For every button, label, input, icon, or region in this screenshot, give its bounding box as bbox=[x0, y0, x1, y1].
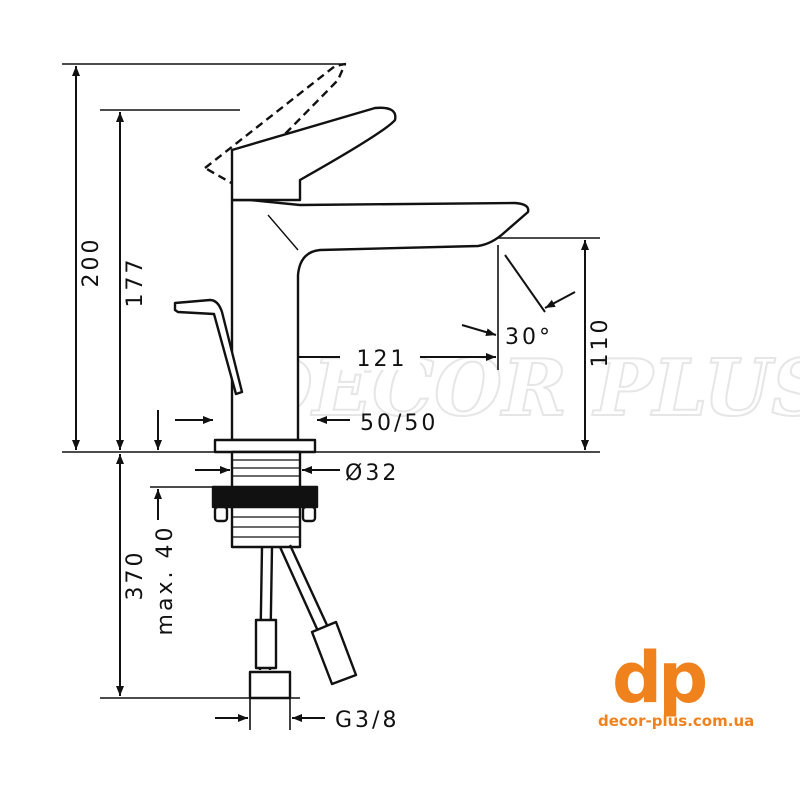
logo-mark: dp bbox=[612, 637, 705, 719]
popup-rod bbox=[173, 298, 244, 396]
dim-flow-label: 50/50 bbox=[360, 411, 438, 436]
lever-handle bbox=[230, 106, 397, 202]
dim-30-label: 30° bbox=[505, 325, 553, 350]
connector-nut bbox=[248, 670, 292, 700]
hose-fitting-2 bbox=[310, 620, 358, 686]
hose-fitting-1 bbox=[254, 618, 278, 670]
decor-plus-logo[interactable]: dp decor-plus.com.ua bbox=[598, 637, 754, 730]
dim-connection-label: G3/8 bbox=[335, 708, 399, 733]
upper-thread bbox=[230, 450, 302, 490]
dim-370-label: 370 bbox=[123, 550, 148, 601]
lever-open-outline bbox=[203, 62, 347, 187]
dim-200-label: 200 bbox=[79, 237, 104, 288]
dim-121-label: 121 bbox=[357, 347, 408, 372]
faucet-body bbox=[230, 198, 530, 442]
mounting-nut bbox=[211, 485, 319, 509]
dim-diameter-label: Ø32 bbox=[345, 461, 399, 486]
dim-110-label: 110 bbox=[588, 317, 613, 368]
hose-hot bbox=[278, 544, 334, 641]
base-plate bbox=[213, 438, 317, 454]
faucet bbox=[173, 62, 530, 700]
dim-177-label: 177 bbox=[123, 257, 148, 308]
logo-url[interactable]: decor-plus.com.ua bbox=[598, 712, 754, 730]
dim-max40-label: max. 40 bbox=[153, 525, 178, 636]
